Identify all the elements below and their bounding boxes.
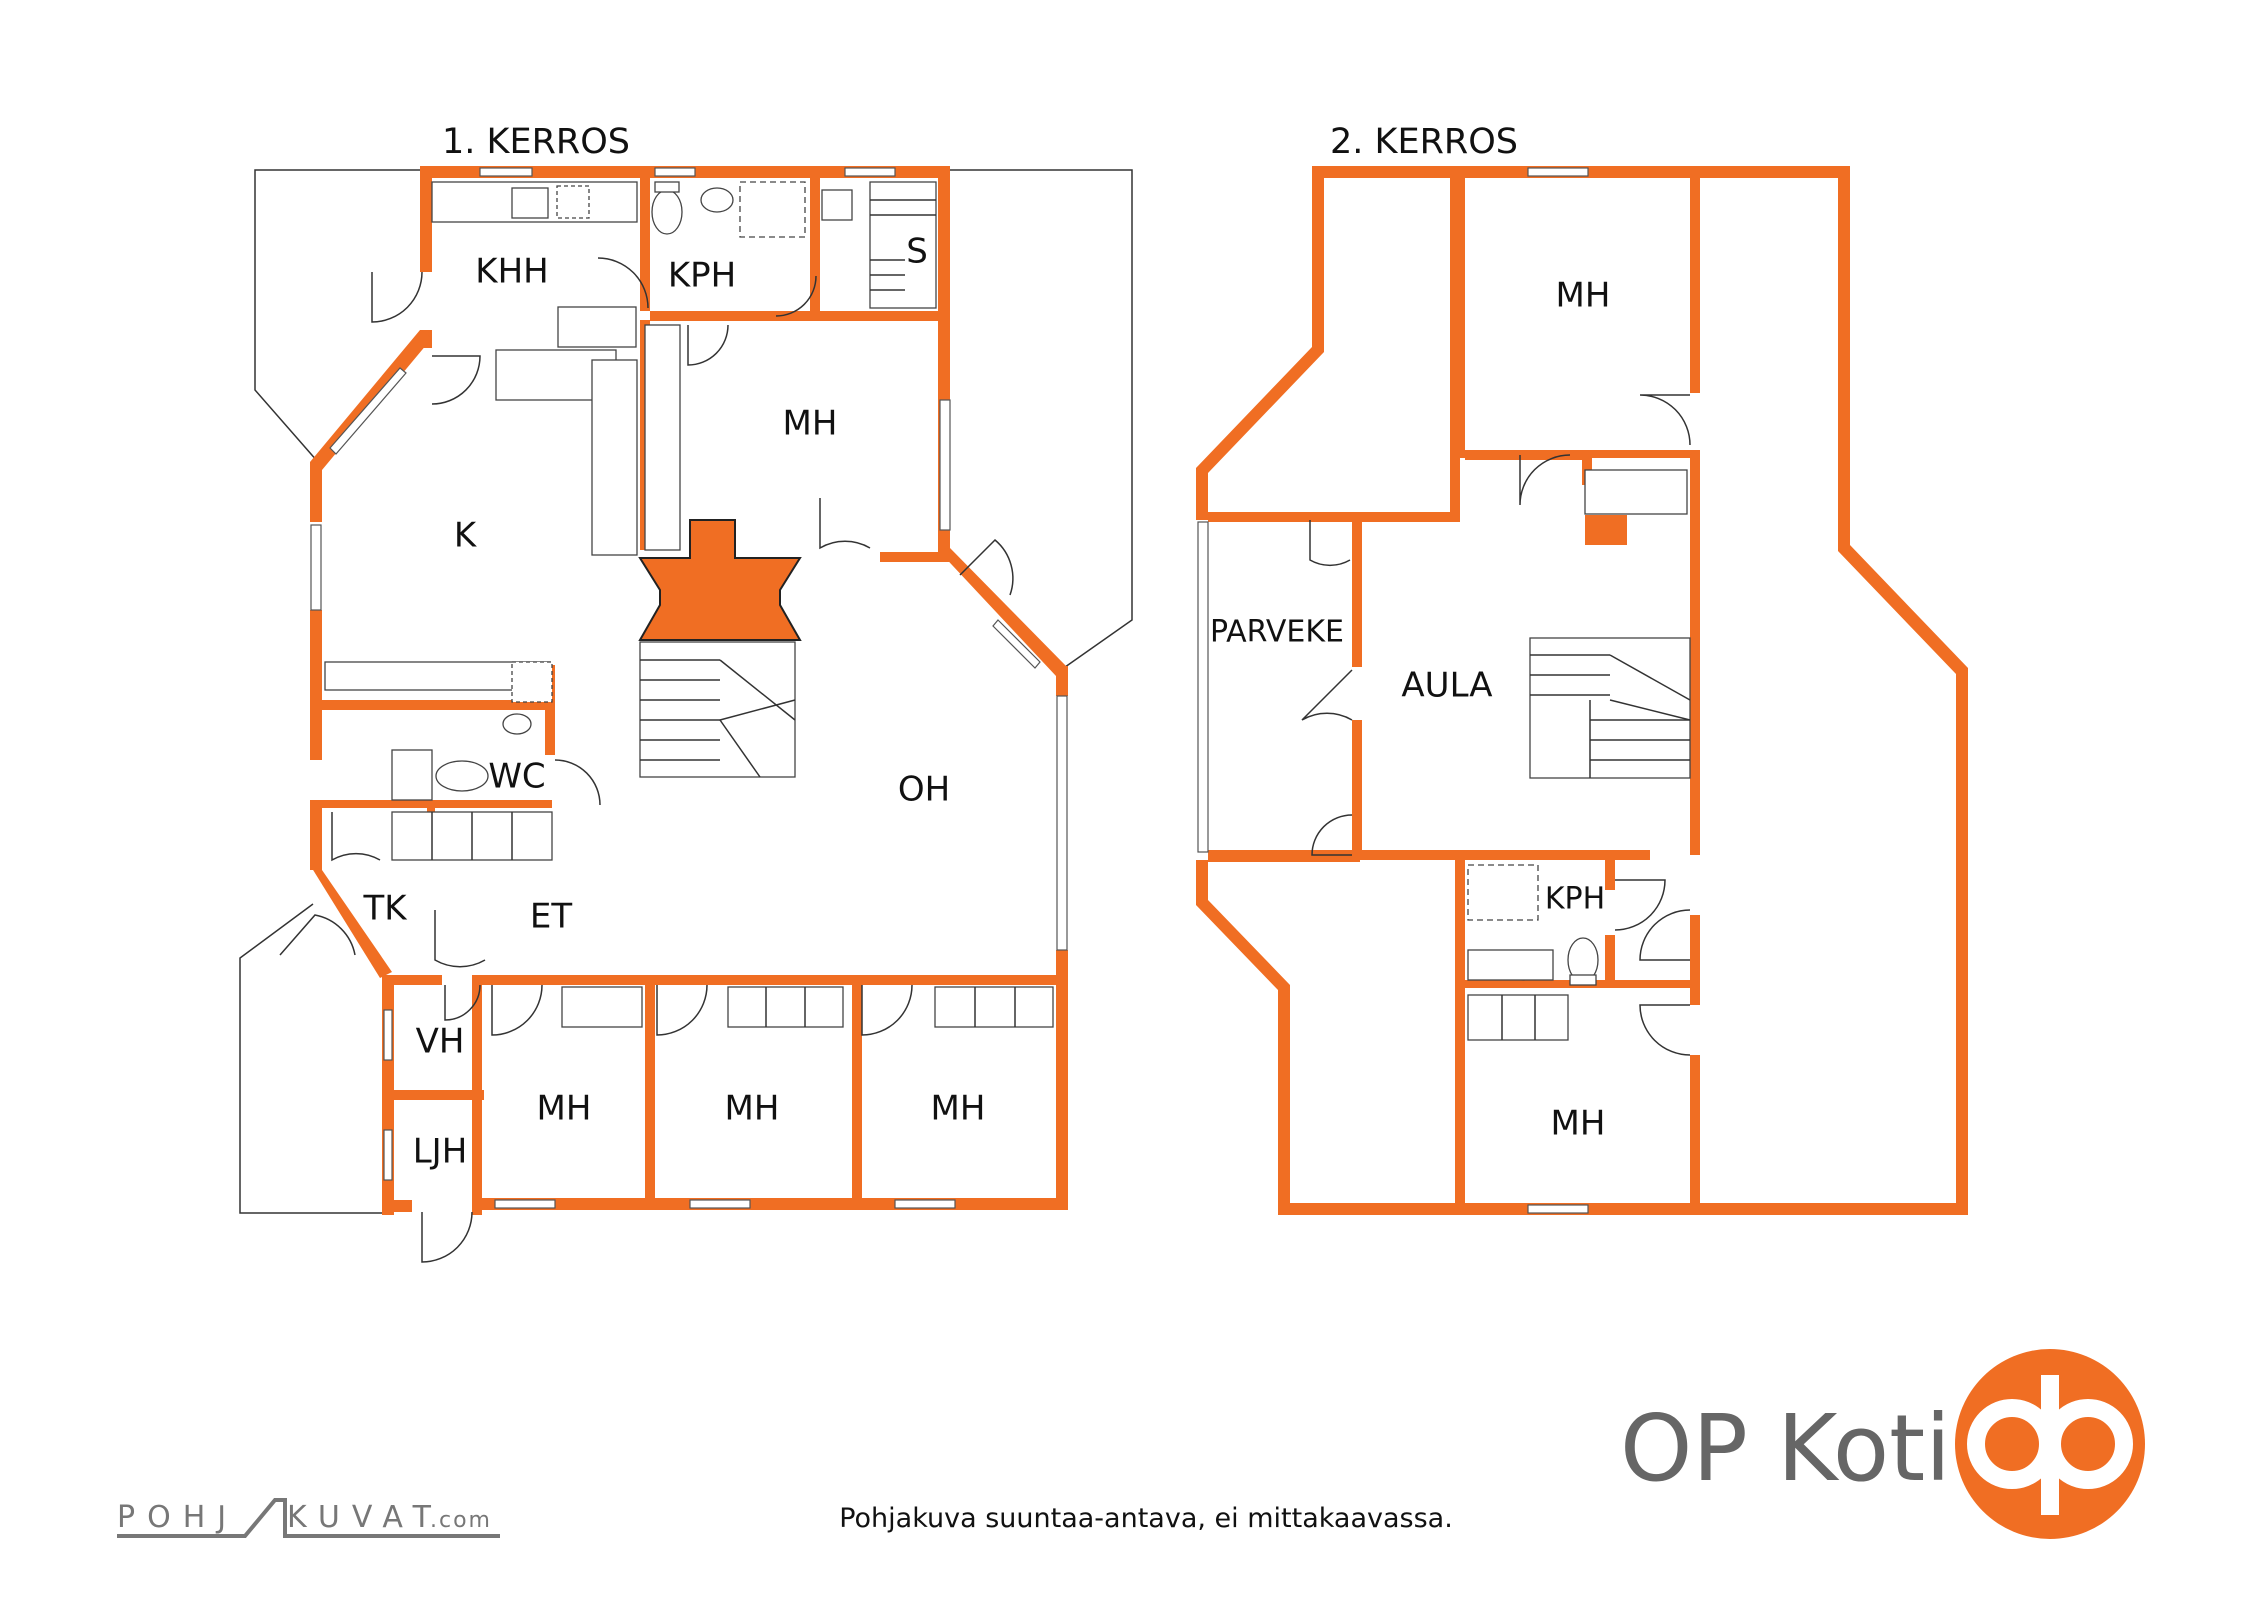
room-mh-top-2: MH <box>1556 276 1611 316</box>
room-khh: KHH <box>475 252 548 292</box>
terrace-outline-nw <box>254 169 420 463</box>
room-s: S <box>906 232 928 272</box>
floor1-labels: KHH KPH S MH K WC OH TK ET VH LJH MH MH … <box>362 232 985 1172</box>
room-mh-bottom-2: MH <box>1551 1104 1606 1144</box>
terrace-outline-sw <box>239 903 390 1214</box>
room-wc: WC <box>488 757 545 797</box>
floor1-title: 1. KERROS <box>442 122 630 162</box>
room-mh-2: MH <box>725 1089 780 1129</box>
room-mh-1: MH <box>537 1089 592 1129</box>
floor2-walls <box>1196 166 1968 1215</box>
floor1-windows <box>310 167 1068 1209</box>
floor2-title: 2. KERROS <box>1330 122 1518 162</box>
room-kph-2: KPH <box>1545 882 1605 917</box>
room-vh: VH <box>416 1022 465 1062</box>
site-name-left: POHJ <box>117 1500 238 1535</box>
floor2-windows <box>1197 167 1589 1214</box>
room-parveke: PARVEKE <box>1210 615 1344 650</box>
floor2-fixtures <box>1467 469 1691 1041</box>
site-name-right: KUVAT <box>287 1500 443 1535</box>
floor2-doors <box>1301 394 1691 1056</box>
room-aula: AULA <box>1401 666 1492 706</box>
pohjakuvat-logo: POHJ KUVAT .com <box>117 1498 500 1538</box>
disclaimer-note: Pohjakuva suuntaa-antava, ei mittakaavas… <box>839 1503 1453 1534</box>
floor1-fixtures <box>324 181 1054 1028</box>
room-kph-1: KPH <box>668 256 736 296</box>
site-tld: .com <box>430 1508 492 1533</box>
room-et: ET <box>530 897 572 937</box>
floor1-doors <box>279 257 1014 1263</box>
floor1-walls <box>310 166 1068 1215</box>
room-oh: OH <box>898 770 950 810</box>
floor2-labels: MH PARVEKE AULA KPH MH <box>1210 276 1610 1144</box>
terrace-outline-ne <box>950 169 1133 673</box>
op-logo-icon <box>1955 1349 2145 1539</box>
brand-name: OP Koti <box>1620 1395 1951 1502</box>
room-ljh: LJH <box>413 1132 468 1172</box>
room-mh-3: MH <box>931 1089 986 1129</box>
room-mh-top-1: MH <box>783 404 838 444</box>
room-tk: TK <box>362 889 408 929</box>
room-k: K <box>454 516 478 556</box>
